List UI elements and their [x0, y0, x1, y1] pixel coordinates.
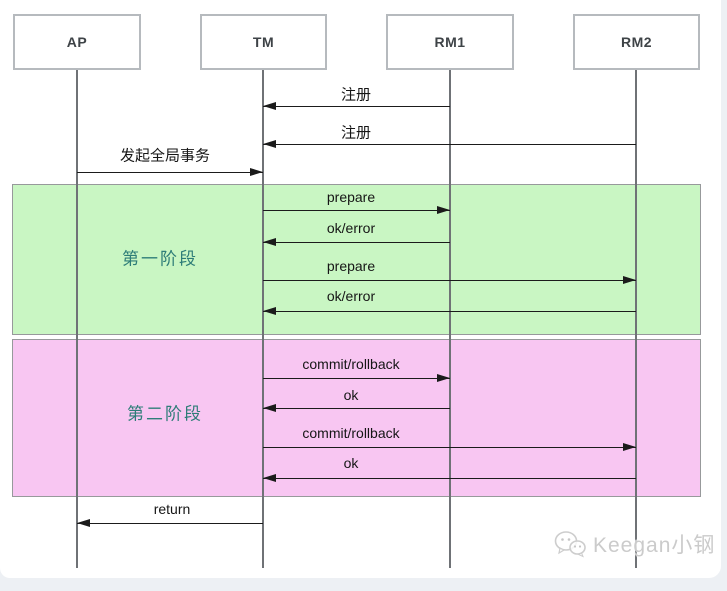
message-line	[263, 408, 450, 409]
participant-box-ap: AP	[13, 14, 141, 70]
phase-label-2: 第二阶段	[127, 404, 203, 424]
watermark: Keegan小钢	[554, 529, 715, 559]
phase-region-1	[12, 184, 701, 335]
message-line	[263, 447, 636, 448]
message-arrowhead-icon	[623, 443, 636, 452]
message-label: commit/rollback	[302, 425, 400, 441]
message-arrowhead-icon	[250, 168, 263, 177]
lifeline-rm2	[635, 70, 637, 568]
message-label: 注册	[340, 124, 372, 142]
message-arrowhead-icon	[263, 102, 276, 111]
message-line	[263, 106, 450, 107]
message-arrowhead-icon	[263, 404, 276, 413]
message-label: return	[153, 501, 191, 517]
message-line	[263, 144, 636, 145]
wechat-icon	[554, 531, 586, 558]
message-label: prepare	[326, 258, 376, 274]
message-line	[77, 172, 263, 173]
message-label: ok/error	[326, 288, 376, 304]
message-arrowhead-icon	[263, 238, 276, 247]
lifeline-tm	[262, 70, 264, 568]
message-label: ok	[343, 387, 359, 403]
participant-label: RM1	[434, 34, 466, 50]
message-arrowhead-icon	[263, 307, 276, 316]
message-line	[263, 210, 450, 211]
participant-label: TM	[252, 34, 275, 50]
message-arrowhead-icon	[437, 374, 450, 383]
participant-box-rm2: RM2	[573, 14, 700, 70]
message-arrowhead-icon	[263, 474, 276, 483]
message-line	[77, 523, 263, 524]
participant-label: RM2	[620, 34, 653, 50]
message-label: 发起全局事务	[119, 147, 211, 165]
participant-box-tm: TM	[200, 14, 327, 70]
message-label: 注册	[340, 86, 372, 104]
lifeline-rm1	[449, 70, 451, 568]
message-label: ok	[343, 455, 359, 471]
message-label: ok/error	[326, 220, 376, 236]
message-arrowhead-icon	[437, 206, 450, 215]
message-line	[263, 311, 636, 312]
message-label: prepare	[326, 189, 376, 205]
message-arrowhead-icon	[623, 276, 636, 285]
watermark-text: Keegan小钢	[593, 534, 716, 557]
participant-box-rm1: RM1	[386, 14, 514, 70]
message-line	[263, 378, 450, 379]
participant-label: AP	[66, 34, 88, 50]
message-arrowhead-icon	[263, 140, 276, 149]
message-line	[263, 280, 636, 281]
lifeline-ap	[76, 70, 78, 568]
message-line	[263, 478, 636, 479]
message-line	[263, 242, 450, 243]
message-arrowhead-icon	[77, 519, 90, 528]
message-label: commit/rollback	[302, 356, 400, 372]
phase-label-1: 第一阶段	[122, 249, 198, 269]
phase-region-2	[12, 339, 701, 497]
